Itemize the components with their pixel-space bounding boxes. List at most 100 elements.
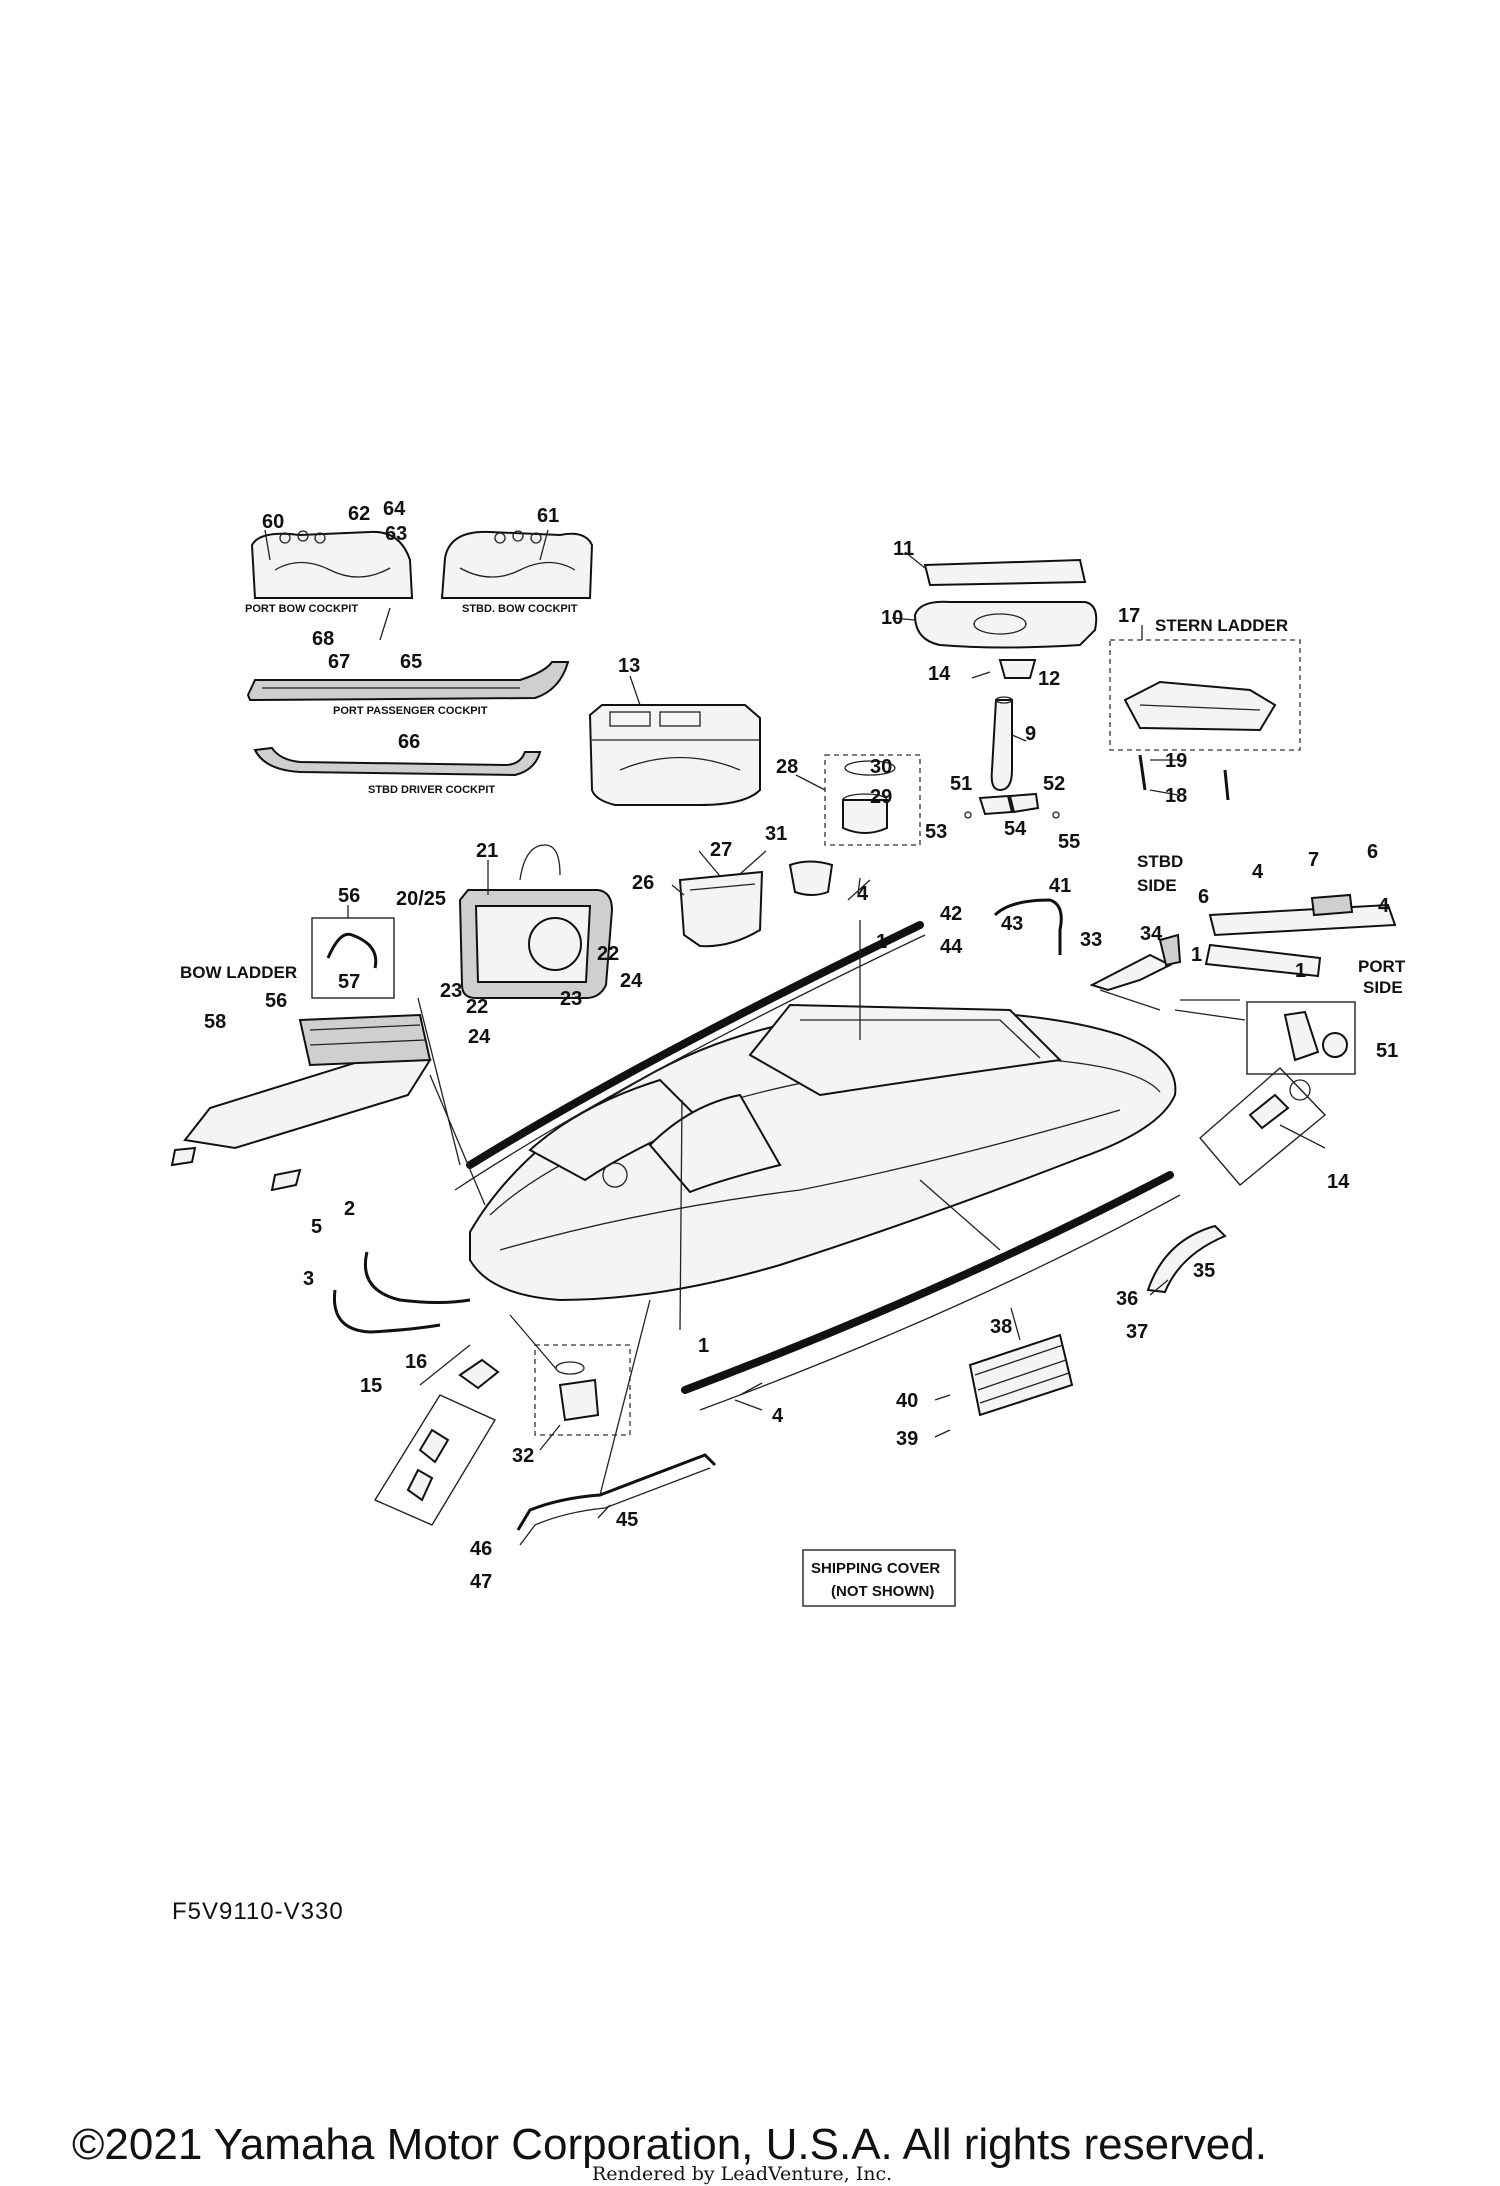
callout: 51: [950, 773, 972, 795]
bracket-16[interactable]: [458, 1358, 500, 1390]
callout: 41: [1049, 875, 1071, 897]
callout: 12: [1038, 668, 1060, 690]
callout: 10: [881, 607, 903, 629]
bow-rail-2[interactable]: [364, 1251, 471, 1304]
callout: 1: [876, 931, 887, 953]
callout: 14: [1327, 1171, 1350, 1193]
copyright-notice: ©2021 Yamaha Motor Corporation, U.S.A. A…: [72, 2120, 1267, 2169]
callout: 31: [765, 823, 787, 845]
leader-lines: [264, 529, 1326, 1519]
callout: 14: [928, 663, 951, 685]
callout: 58: [204, 1011, 226, 1033]
callout: 15: [360, 1375, 382, 1397]
bolts-18-19[interactable]: [1138, 754, 1230, 801]
cooler-13[interactable]: [588, 704, 761, 806]
callout: 64: [383, 498, 406, 520]
callout: 65: [400, 651, 422, 673]
caption-stern-ladder: STERN LADDER: [1155, 616, 1288, 635]
callout: 66: [398, 731, 420, 753]
callout: 13: [618, 655, 640, 677]
callout: 43: [1001, 913, 1023, 935]
callout: 46: [470, 1538, 492, 1560]
callout: 1: [1191, 944, 1202, 966]
tow-arm-41[interactable]: [993, 898, 1063, 955]
cup-insert-31[interactable]: [788, 860, 834, 896]
pylon-base-48-52[interactable]: [964, 792, 1060, 819]
callout: 22: [466, 996, 488, 1018]
caption-stbd-driver-cockpit: STBD DRIVER COCKPIT: [368, 784, 495, 796]
port-bow-cockpit-panel[interactable]: [250, 530, 414, 599]
callout: 40: [896, 1390, 918, 1412]
callout: 5: [311, 1216, 322, 1238]
dash-panel-9-10[interactable]: [913, 558, 1098, 649]
glovebox-lid-20-25[interactable]: [458, 844, 614, 999]
caption-bow-ladder: BOW LADDER: [180, 963, 297, 982]
callout: 33: [1080, 929, 1102, 951]
callout: 4: [1378, 895, 1390, 917]
drain-assembly-32[interactable]: [534, 1344, 631, 1436]
callout: 44: [940, 936, 963, 958]
callout: 39: [896, 1428, 918, 1450]
ladder-strap-55-56[interactable]: [311, 917, 395, 999]
callout: 68: [312, 628, 334, 650]
callout: 26: [632, 872, 654, 894]
cup-holder-28[interactable]: [824, 754, 921, 846]
storage-net-38[interactable]: [968, 1333, 1074, 1417]
grab-rail-45[interactable]: [516, 1453, 717, 1546]
callout-labels: 60 62 64 63 61 68 67 65 66 13 11 10 14 1…: [204, 498, 1398, 1593]
callout: 23: [560, 988, 582, 1010]
callout: 22: [597, 943, 619, 965]
stern-guard-35[interactable]: [1146, 1224, 1227, 1294]
callout: 20/25: [396, 888, 446, 910]
bow-ladder-54[interactable]: [170, 1013, 432, 1192]
callout: 36: [1116, 1288, 1138, 1310]
callout: 67: [328, 651, 350, 673]
rub-strip-upper[interactable]: [454, 921, 926, 1191]
captions: PORT BOW COCKPIT STBD. BOW COCKPIT PORT …: [180, 603, 1406, 1600]
callout: 2: [344, 1198, 355, 1220]
callout: 3: [303, 1268, 314, 1290]
cleat-set-14[interactable]: [1199, 1067, 1327, 1186]
callout: 47: [470, 1571, 492, 1593]
callout: 55: [1058, 831, 1080, 853]
storage-tray-26-27[interactable]: [678, 870, 764, 948]
callout: 16: [405, 1351, 427, 1373]
callout: 19: [1165, 750, 1187, 772]
callout: 28: [776, 756, 798, 778]
callout: 4: [1252, 861, 1264, 883]
caption-port: PORT: [1358, 957, 1406, 976]
callout: 9: [1025, 723, 1036, 745]
callout: 37: [1126, 1321, 1148, 1343]
port-passenger-cockpit-panel[interactable]: [246, 661, 570, 702]
caption-port-side: SIDE: [1363, 978, 1403, 997]
callout: 38: [990, 1316, 1012, 1338]
callout: 7: [1308, 849, 1319, 871]
callout: 18: [1165, 785, 1187, 807]
bow-rail-3[interactable]: [332, 1289, 441, 1334]
handle-33-34[interactable]: [1089, 933, 1182, 992]
callout: 17: [1118, 605, 1140, 627]
callout: 32: [512, 1445, 534, 1467]
caption-stbd-bow-cockpit: STBD. BOW COCKPIT: [462, 603, 578, 615]
bracket-11-12[interactable]: [971, 659, 1037, 679]
boat-hull[interactable]: [469, 1003, 1177, 1302]
stbd-bow-cockpit-panel[interactable]: [440, 530, 594, 599]
caption-stbd-side: SIDE: [1137, 876, 1177, 895]
stbd-driver-cockpit-panel[interactable]: [253, 746, 542, 777]
ski-tow-53[interactable]: [1246, 1001, 1356, 1075]
callout: 1: [698, 1335, 709, 1357]
caption-stbd: STBD: [1137, 852, 1183, 871]
callout: 35: [1193, 1260, 1215, 1282]
caption-shipping-cover: SHIPPING COVER: [811, 1560, 940, 1577]
callout: 51: [1376, 1040, 1398, 1062]
callout: 30: [870, 756, 892, 778]
callout: 6: [1367, 841, 1378, 863]
cleat-set-15[interactable]: [373, 1394, 497, 1526]
stern-ladder-17[interactable]: [1109, 639, 1301, 751]
caption-not-shown: (NOT SHOWN): [831, 1583, 934, 1600]
platform-bracket[interactable]: [1204, 893, 1397, 978]
callout: 56: [338, 885, 360, 907]
pylon-tube-8[interactable]: [990, 696, 1013, 792]
rub-strip-lower[interactable]: [681, 1171, 1181, 1411]
